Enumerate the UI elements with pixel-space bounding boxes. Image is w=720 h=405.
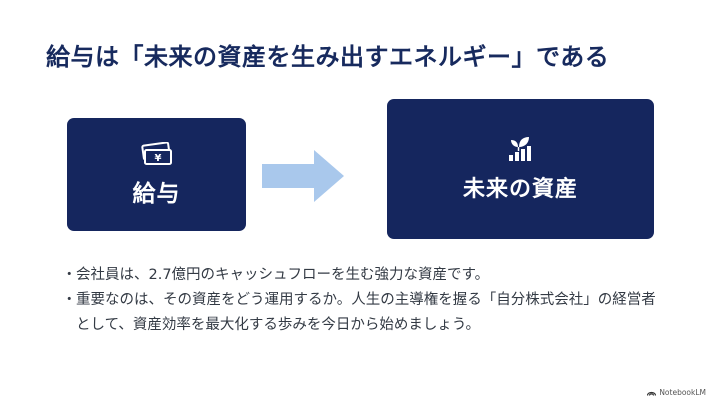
bullet-item: ・ 会社員は、2.7億円のキャッシュフローを生む強力な資産です。 (62, 263, 662, 288)
svg-text:¥: ¥ (154, 153, 161, 164)
future-assets-label: 未来の資産 (462, 177, 578, 202)
brand-label: NotebookLM (659, 388, 706, 397)
bullet-list: ・ 会社員は、2.7億円のキャッシュフローを生む強力な資産です。 ・ 重要なのは… (62, 263, 662, 338)
right-arrow-icon (262, 150, 344, 202)
growth-chart-icon (508, 137, 531, 161)
salary-label: 給与 (132, 180, 181, 207)
bullet-text: 重要なのは、その資産をどう運用するか。人生の主導権を握る「自分株式会社」の経営者… (76, 292, 656, 333)
salary-box: ¥ 給与 (67, 118, 246, 231)
bullet-text: 会社員は、2.7億円のキャッシュフローを生む強力な資産です。 (76, 267, 490, 283)
notebooklm-watermark: NotebookLM (647, 388, 706, 397)
bullet-marker: ・ (62, 292, 77, 308)
bullet-item: ・ 重要なのは、その資産をどう運用するか。人生の主導権を握る「自分株式会社」の経… (62, 288, 662, 338)
slide-title: 給与は「未来の資産を生み出すエネルギー」である (46, 43, 610, 71)
future-assets-box: 未来の資産 (387, 99, 654, 239)
notebooklm-logo-icon (647, 391, 657, 396)
bullet-marker: ・ (62, 267, 77, 283)
money-icon: ¥ (140, 141, 172, 165)
